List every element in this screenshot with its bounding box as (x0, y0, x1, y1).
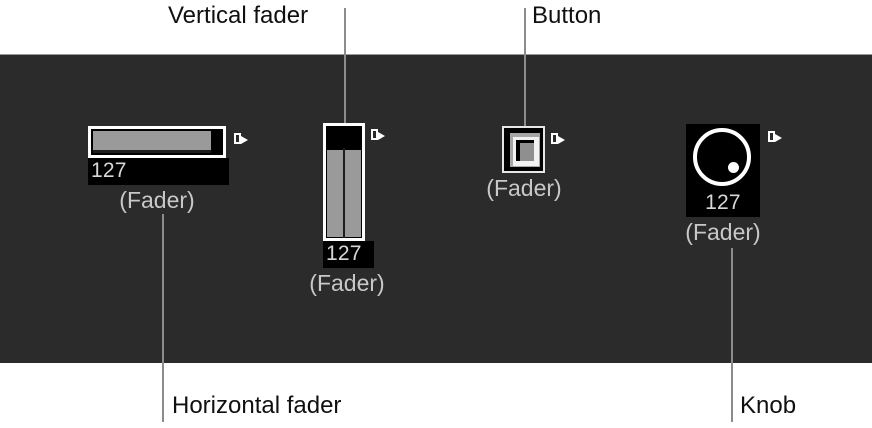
output-port-box (371, 129, 378, 140)
output-port-icon[interactable] (371, 129, 386, 142)
callout-label-vertical-fader: Vertical fader (168, 2, 309, 29)
knob-ring (693, 128, 751, 186)
output-port-box (551, 133, 558, 144)
vertical-fader-track[interactable] (323, 123, 365, 241)
knob-pointer-dot (728, 162, 739, 173)
knob-widget[interactable]: 127 (Fader) (685, 124, 782, 246)
leader-line-button (524, 8, 526, 128)
horizontal-fader-track[interactable] (88, 126, 226, 158)
output-port-box (768, 131, 775, 142)
leader-line-horizontal-fader (162, 214, 164, 422)
leader-line-knob (731, 248, 733, 422)
output-port-icon[interactable] (768, 131, 783, 144)
button-caption: (Fader) (486, 175, 562, 201)
output-port-arrow (775, 134, 782, 142)
button-widget[interactable]: (Fader) (486, 126, 574, 202)
horizontal-fader-fill (93, 131, 211, 153)
callout-label-horizontal-fader: Horizontal fader (172, 392, 342, 419)
knob-caption: (Fader) (685, 219, 761, 245)
horizontal-fader-caption: (Fader) (119, 187, 195, 213)
output-port-icon[interactable] (551, 133, 566, 146)
vertical-fader-cap (326, 126, 362, 148)
output-port-arrow (378, 132, 385, 140)
output-port-arrow (558, 136, 565, 144)
leader-line-vertical-fader (344, 8, 346, 136)
button-face (516, 140, 534, 161)
callout-label-knob: Knob (740, 392, 797, 419)
output-port-box (234, 133, 241, 144)
vertical-fader-widget[interactable]: 127 (Fader) (309, 123, 397, 297)
output-port-icon[interactable] (234, 133, 249, 146)
horizontal-fader-value[interactable]: 127 (88, 158, 229, 185)
knob-control[interactable] (686, 124, 760, 190)
vertical-fader-value[interactable]: 127 (323, 241, 374, 268)
callout-label-button: Button (532, 2, 602, 29)
output-port-arrow (241, 136, 248, 144)
button-control[interactable] (502, 126, 545, 173)
vertical-fader-needle (343, 148, 345, 238)
vertical-fader-caption: (Fader) (309, 270, 385, 296)
horizontal-fader-widget[interactable]: 127 (Fader) (88, 126, 248, 214)
knob-value[interactable]: 127 (686, 190, 760, 217)
